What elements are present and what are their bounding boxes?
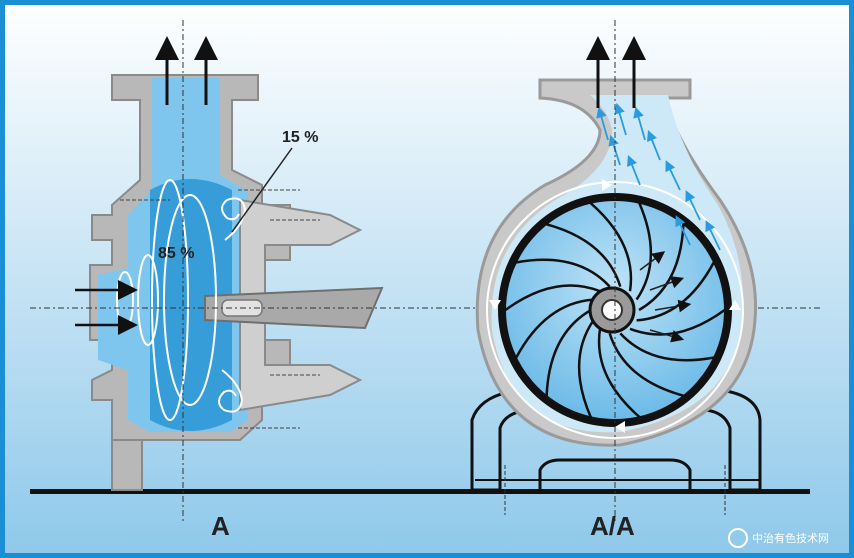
circulation-ring xyxy=(486,181,744,439)
impeller-vane xyxy=(515,258,611,288)
watermark-text: 中治有色技术网 xyxy=(752,531,829,545)
impeller-vane xyxy=(619,332,715,362)
impeller-vane xyxy=(514,298,594,359)
impeller-vane xyxy=(608,333,685,398)
label-view-aa: A/A xyxy=(590,511,635,541)
casing-foot xyxy=(111,439,143,491)
label-view-a: A xyxy=(211,511,230,541)
section-view-a: 85 % 15 % A xyxy=(30,20,820,541)
discharge-flow-arrows xyxy=(596,102,721,251)
recirculation-swirls xyxy=(116,179,247,421)
front-view-aa: A/A xyxy=(470,20,762,541)
label-85-percent: 85 % xyxy=(158,245,194,262)
impeller-vane xyxy=(589,201,633,292)
impeller-vane xyxy=(545,222,622,287)
ground-line xyxy=(30,489,810,494)
shaft xyxy=(204,286,384,330)
impeller-flow-arrows xyxy=(639,251,692,343)
watermark-logo-icon xyxy=(728,528,748,548)
impeller-eye xyxy=(601,299,623,321)
circulation-arrows xyxy=(489,179,741,433)
watermark: 中治有色技术网 xyxy=(728,528,829,548)
impeller-vane xyxy=(577,319,595,418)
impeller-vane xyxy=(635,202,653,301)
impeller-vane xyxy=(597,328,641,419)
impeller-vane xyxy=(504,284,601,312)
bolt-lines xyxy=(120,189,320,429)
label-15-percent: 15 % xyxy=(282,129,318,146)
impeller-vane xyxy=(545,308,592,397)
